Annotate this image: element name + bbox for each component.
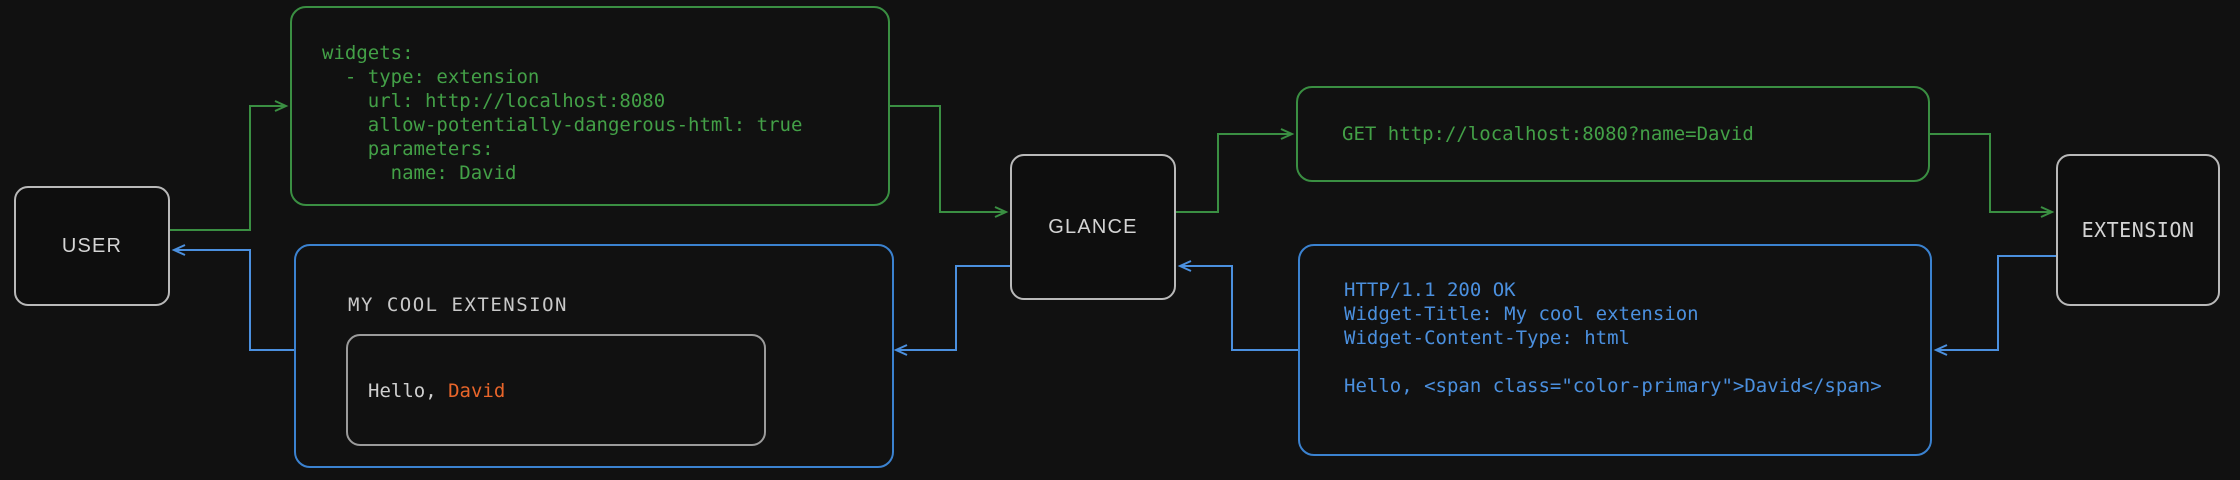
message-box-http-response: HTTP/1.1 200 OK Widget-Title: My cool ex… — [1298, 244, 1932, 456]
wire-request-to-extension — [1930, 133, 2055, 218]
node-extension-label: EXTENSION — [2081, 218, 2195, 242]
yaml-config-text: widgets: - type: extension url: http://l… — [322, 42, 803, 184]
message-box-http-request: GET http://localhost:8080?name=David — [1296, 86, 1930, 182]
http-response-text: HTTP/1.1 200 OK Widget-Title: My cool ex… — [1344, 279, 1882, 397]
widget-greeting-prefix: Hello, — [368, 380, 449, 402]
wire-glance-to-request — [1176, 128, 1295, 213]
node-glance[interactable]: GLANCE — [1010, 154, 1176, 300]
wire-widget-to-user — [171, 244, 294, 351]
wire-response-to-glance — [1177, 260, 1298, 351]
widget-greeting-name: David — [448, 380, 506, 402]
node-user-label: USER — [61, 234, 123, 257]
node-extension[interactable]: EXTENSION — [2056, 154, 2220, 306]
wire-glance-to-widget — [893, 265, 1010, 356]
widget-card-text: Hello, David — [368, 380, 505, 402]
widget-card[interactable]: Hello, David — [346, 334, 766, 446]
node-glance-label: GLANCE — [1048, 215, 1138, 238]
message-box-yaml-config: widgets: - type: extension url: http://l… — [290, 6, 890, 206]
wire-user-to-config — [170, 100, 289, 231]
node-user[interactable]: USER — [14, 186, 170, 306]
message-box-rendered-widget: MY COOL EXTENSION Hello, David — [294, 244, 894, 468]
http-request-text: GET http://localhost:8080?name=David — [1342, 123, 1754, 145]
wire-extension-to-response — [1933, 255, 2056, 356]
wire-config-to-glance — [890, 105, 1009, 218]
widget-title: MY COOL EXTENSION — [348, 294, 568, 316]
